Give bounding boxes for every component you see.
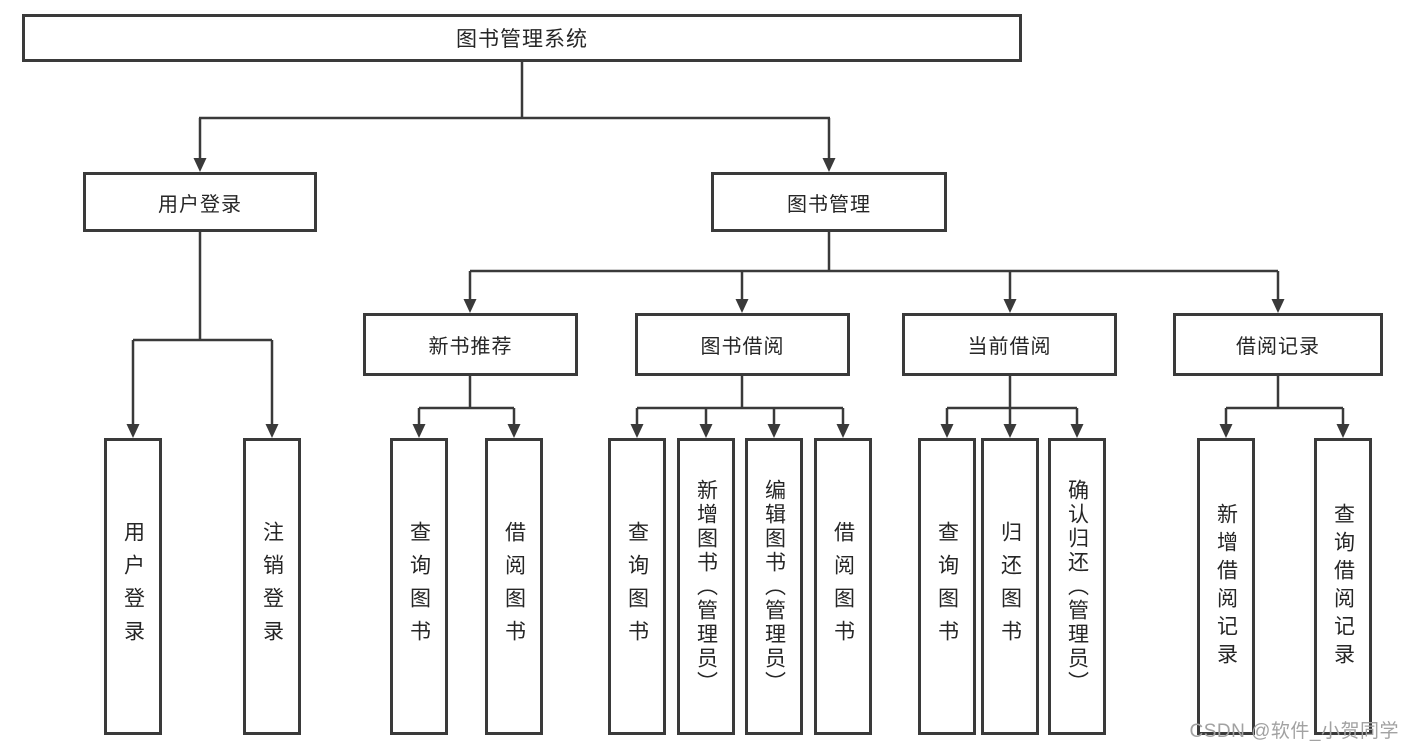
node-label: 用户登录 xyxy=(158,193,242,216)
leaf-query-books: 查询图书 xyxy=(918,438,976,735)
leaf-label: 新增图书（管理员） xyxy=(694,478,718,695)
leaf-label: 新增借阅记录 xyxy=(1214,502,1238,671)
leaf-label: 确认归还（管理员） xyxy=(1065,478,1089,695)
leaf-label: 查询图书 xyxy=(935,520,959,653)
csdn-watermark: CSDN @软件_小贺同学 xyxy=(1189,721,1399,742)
leaf-borrow-books: 借阅图书 xyxy=(485,438,543,735)
node-label: 借阅记录 xyxy=(1236,336,1320,358)
node-library-management-system: 图书管理系统 xyxy=(22,14,1022,62)
leaf-borrow-books: 借阅图书 xyxy=(814,438,872,735)
node-label: 图书管理系统 xyxy=(456,28,588,51)
node-label: 图书管理 xyxy=(787,193,871,216)
leaf-label: 借阅图书 xyxy=(502,520,526,653)
node-book-borrowing: 图书借阅 xyxy=(635,313,850,376)
leaf-add-borrow-record: 新增借阅记录 xyxy=(1197,438,1255,735)
leaf-add-books-admin: 新增图书（管理员） xyxy=(677,438,735,735)
leaf-label: 查询图书 xyxy=(625,520,649,653)
leaf-edit-books-admin: 编辑图书（管理员） xyxy=(745,438,803,735)
node-user-login: 用户登录 xyxy=(83,172,317,232)
node-new-book-recommend: 新书推荐 xyxy=(363,313,578,376)
leaf-user-login: 用户登录 xyxy=(104,438,162,735)
leaf-label: 用户登录 xyxy=(121,520,145,653)
leaf-query-books: 查询图书 xyxy=(390,438,448,735)
leaf-label: 查询图书 xyxy=(407,520,431,653)
leaf-label: 归还图书 xyxy=(998,520,1022,653)
leaf-confirm-return-admin: 确认归还（管理员） xyxy=(1048,438,1106,735)
leaf-query-books: 查询图书 xyxy=(608,438,666,735)
leaf-label: 借阅图书 xyxy=(831,520,855,653)
node-label: 图书借阅 xyxy=(700,336,785,358)
leaf-logout: 注销登录 xyxy=(243,438,301,735)
node-label: 新书推荐 xyxy=(428,336,513,358)
leaf-label: 注销登录 xyxy=(260,520,284,653)
leaf-query-borrow-record: 查询借阅记录 xyxy=(1314,438,1372,735)
node-current-borrowing: 当前借阅 xyxy=(902,313,1117,376)
node-borrowing-records: 借阅记录 xyxy=(1173,313,1383,376)
node-book-management: 图书管理 xyxy=(711,172,947,232)
node-label: 当前借阅 xyxy=(967,336,1052,358)
leaf-label: 查询借阅记录 xyxy=(1331,502,1355,671)
leaf-label: 编辑图书（管理员） xyxy=(762,478,786,695)
leaf-return-books: 归还图书 xyxy=(981,438,1039,735)
